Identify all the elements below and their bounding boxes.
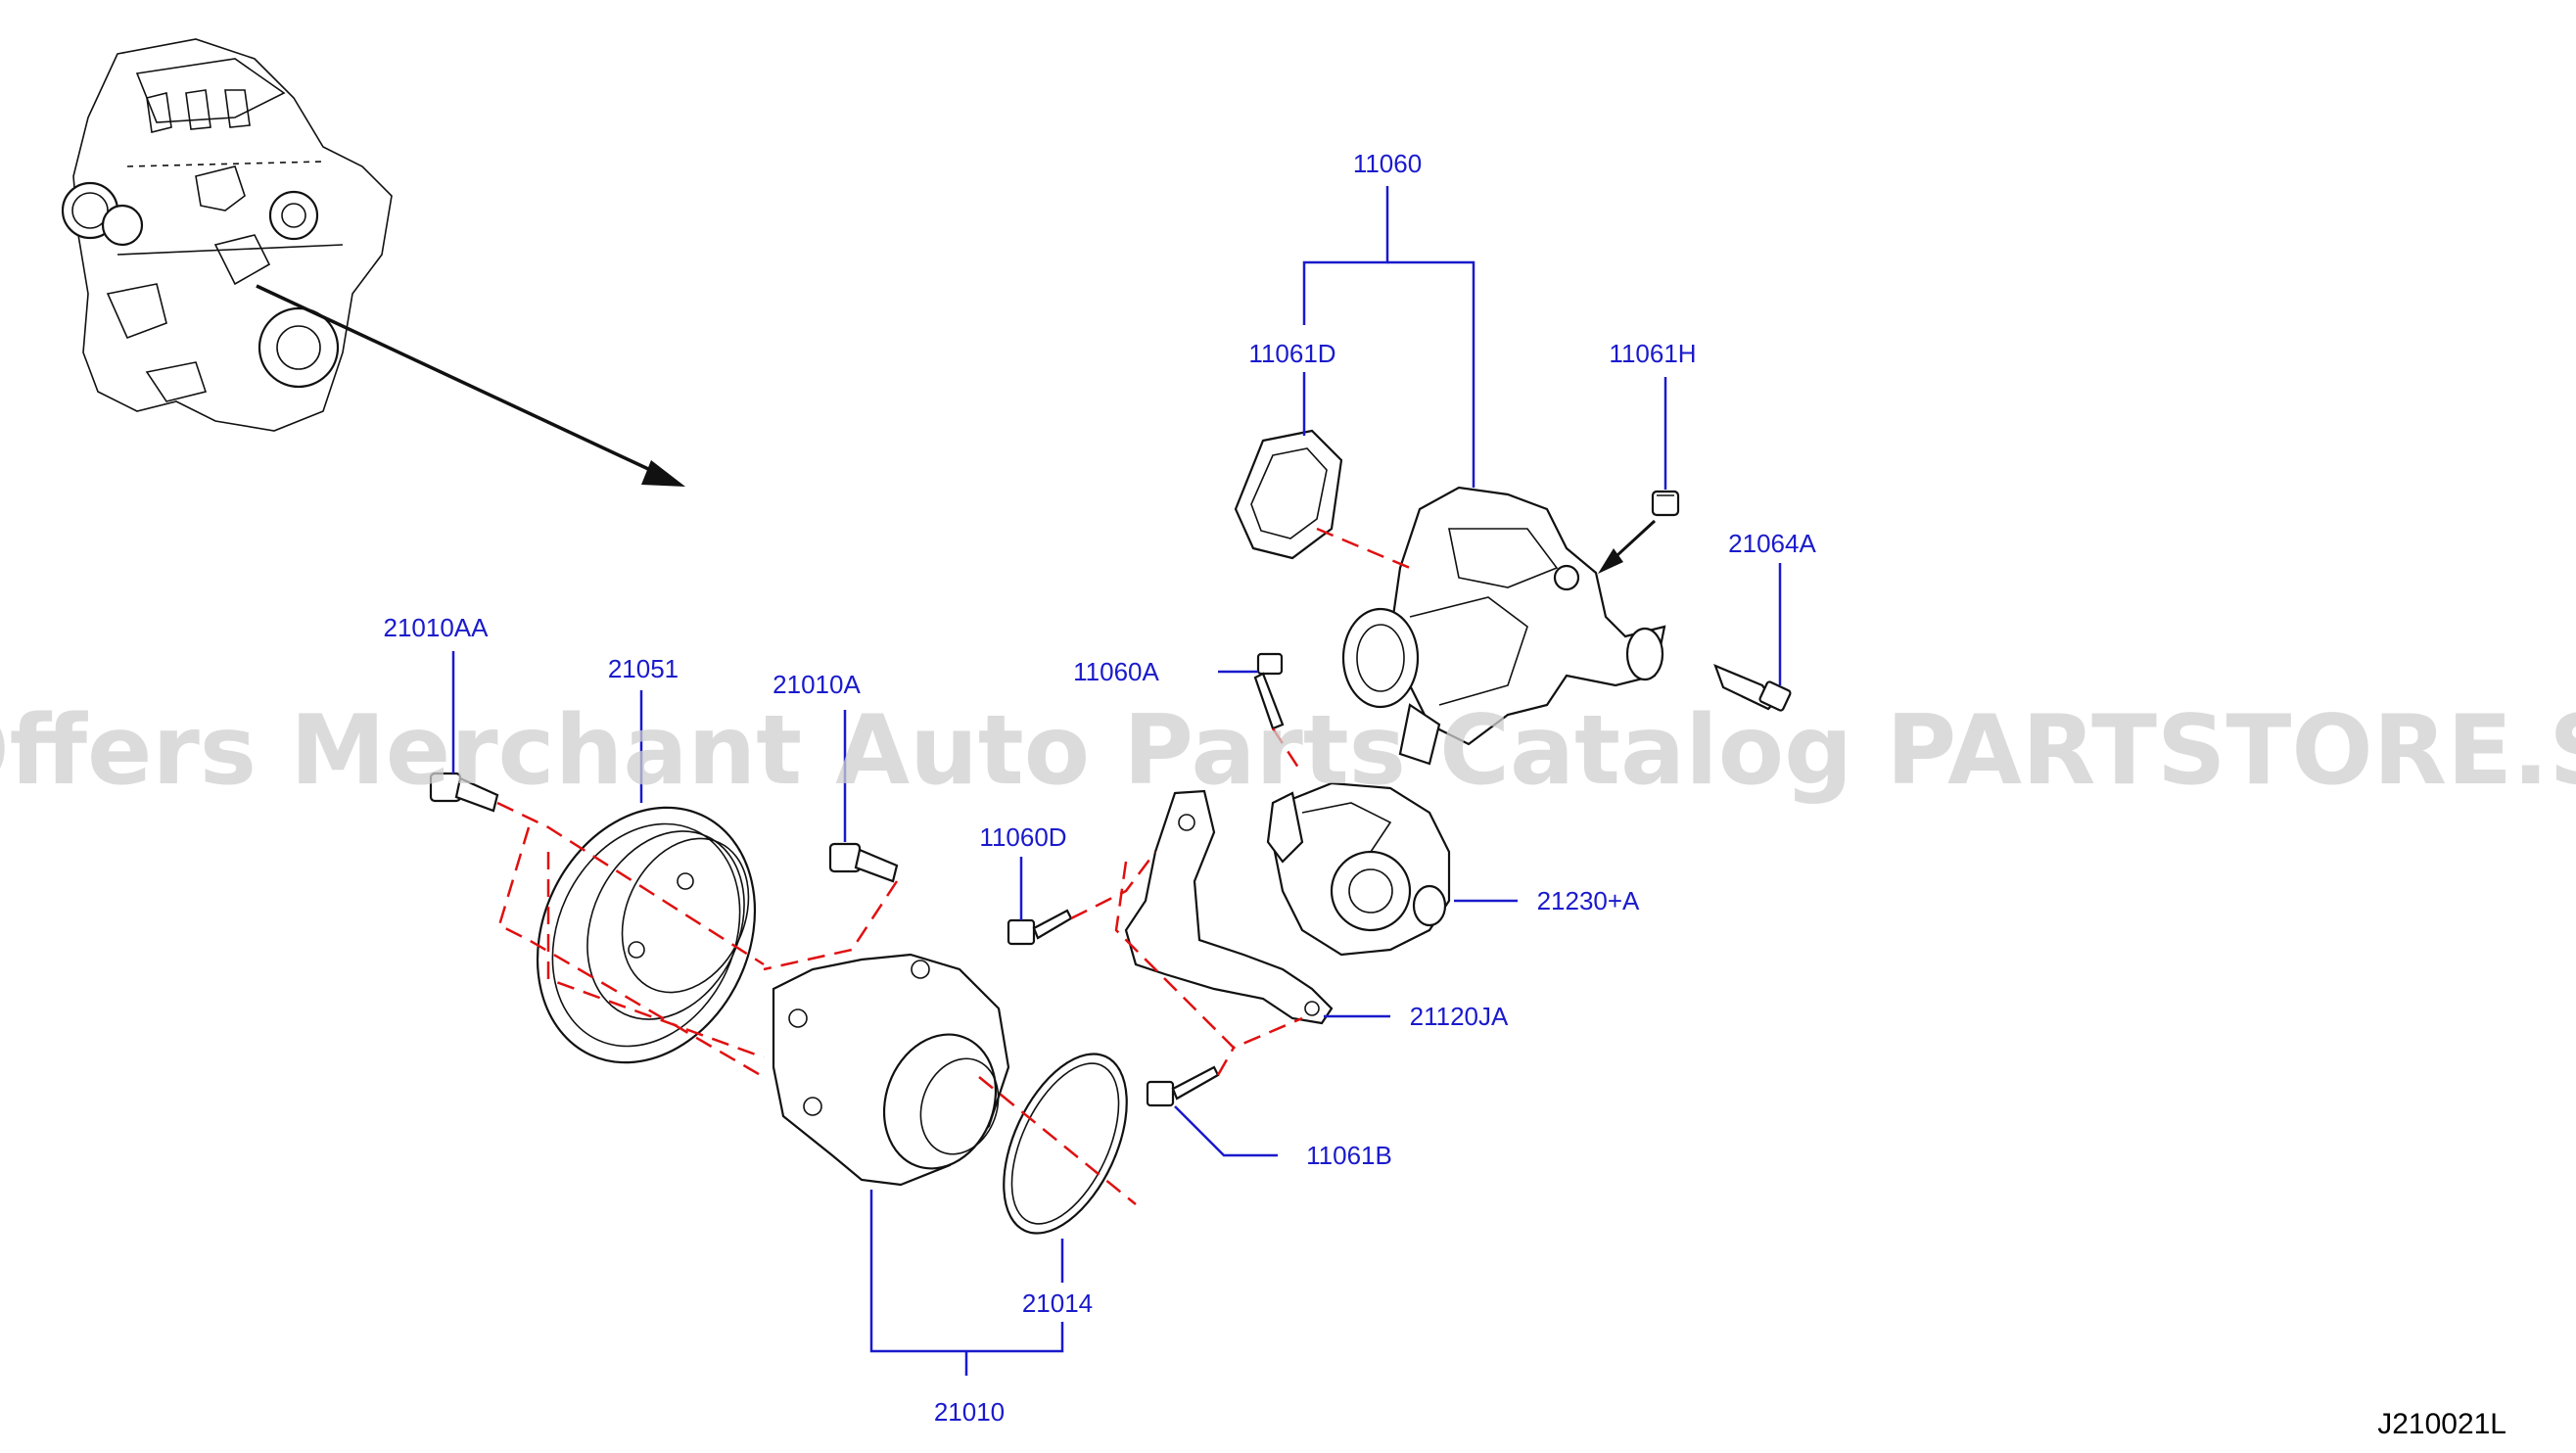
label-21120JA[interactable]: 21120JA — [1410, 1002, 1509, 1031]
pointer-arrow-head — [641, 460, 685, 487]
label-11060[interactable]: 11060 — [1353, 149, 1422, 178]
pointer-arrow-line — [256, 284, 677, 484]
label-21010[interactable]: 21010 — [934, 1397, 1005, 1427]
bolt-11061B — [1146, 1065, 1220, 1107]
bolt-21010AA — [429, 772, 499, 813]
thermostat-housing-11060 — [1341, 486, 1666, 766]
gasket-11061D — [1234, 429, 1343, 560]
bolt-11060D — [1007, 909, 1073, 946]
label-21230A[interactable]: 21230+A — [1537, 886, 1640, 915]
o-ring-21014 — [1003, 1053, 1128, 1235]
water-outlet-21230 — [1266, 781, 1451, 957]
bolt-11060A — [1253, 652, 1285, 730]
label-11061B[interactable]: 11061B — [1306, 1141, 1392, 1170]
label-21064A[interactable]: 21064A — [1728, 529, 1816, 558]
leader-lines — [451, 186, 1782, 1376]
label-21010A[interactable]: 21010A — [773, 670, 861, 699]
label-11060A[interactable]: 11060A — [1073, 657, 1159, 686]
label-21010AA[interactable]: 21010AA — [384, 613, 490, 642]
label-21014[interactable]: 21014 — [1022, 1289, 1093, 1318]
bolt-21064A — [1713, 664, 1792, 712]
bracket-21120JA — [1124, 789, 1334, 1025]
label-21051[interactable]: 21051 — [608, 654, 679, 683]
part-labels: 11060 11061D 11061H 21064A 21010AA 21051… — [384, 149, 1817, 1427]
pulley-21051 — [536, 806, 757, 1064]
label-11060D[interactable]: 11060D — [979, 822, 1066, 852]
label-11061H[interactable]: 11061H — [1609, 339, 1696, 368]
drawing-code: J210021L — [2377, 1408, 2506, 1440]
engine-overview-illustration — [61, 38, 393, 432]
label-11061D[interactable]: 11061D — [1248, 339, 1335, 368]
water-pump-21010 — [772, 953, 1010, 1187]
alignment-guides — [496, 527, 1411, 1205]
cap-pointer-head — [1598, 548, 1623, 574]
bolt-21010A — [828, 842, 899, 883]
cap-11061H — [1651, 490, 1680, 517]
watermark: Offers Merchant Auto Parts Catalog PARTS… — [0, 695, 2576, 807]
